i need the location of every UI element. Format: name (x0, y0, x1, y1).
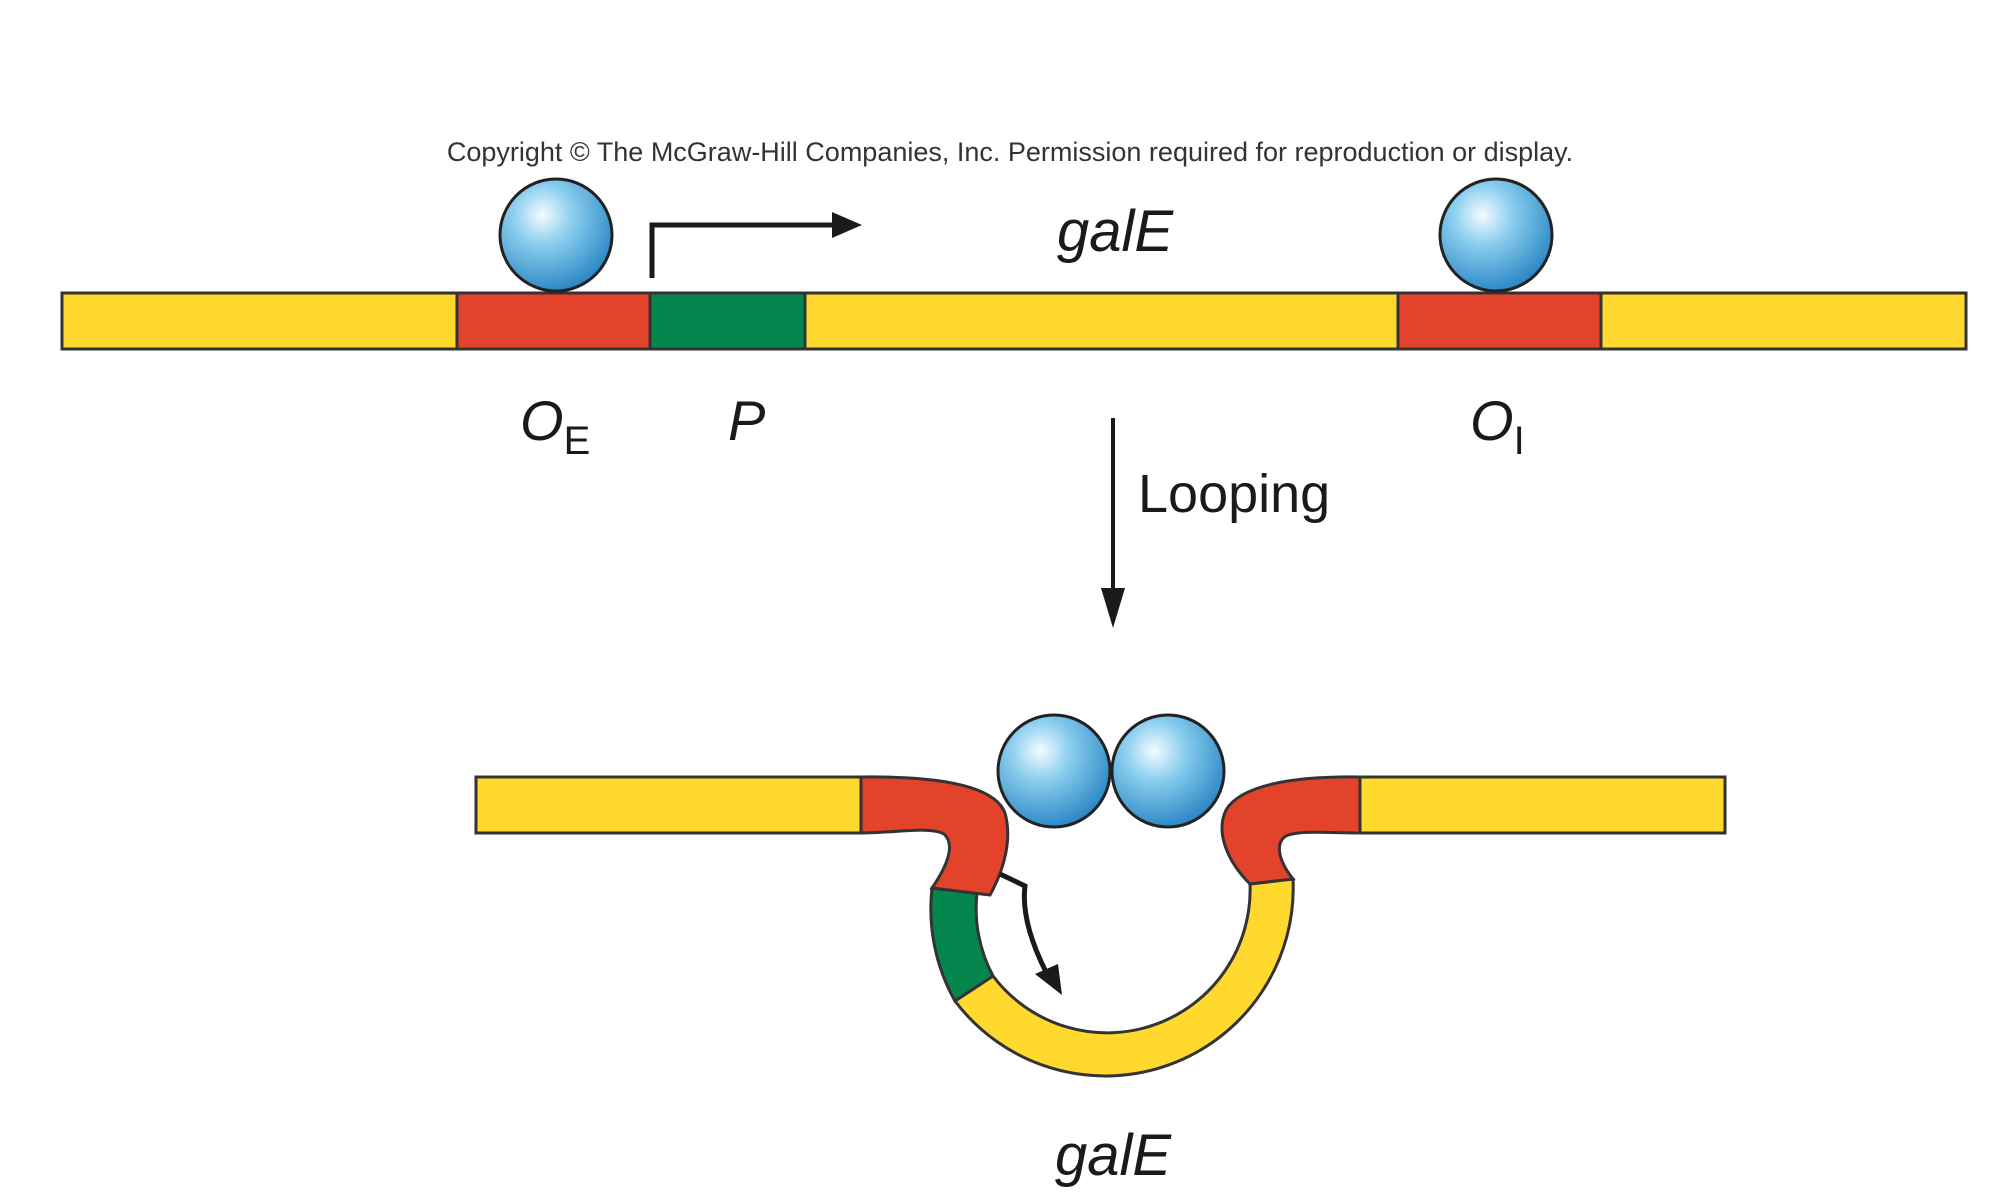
looped-transcription-arrow-head (1035, 964, 1062, 995)
operator-e-bend (859, 775, 1010, 897)
transcription-start-arrow (649, 222, 850, 278)
operator-e-segment (455, 291, 652, 351)
dna-segment-left (60, 291, 459, 351)
operator-e-label: OE (520, 389, 590, 463)
operator-i-segment (1396, 291, 1603, 351)
operator-e-letter: O (520, 389, 564, 452)
looped-dna-right (1358, 775, 1727, 835)
gal-e-label-bottom: galE (1055, 1123, 1172, 1188)
linear-dna (60, 291, 1968, 351)
copyright-notice: Copyright © The McGraw-Hill Companies, I… (447, 137, 1573, 167)
operator-i-letter: O (1470, 389, 1514, 452)
looped-dna-left (474, 775, 863, 835)
operator-i-bend (1220, 775, 1362, 886)
operator-i-subscript: I (1514, 419, 1525, 463)
repressor-sphere-oe (498, 177, 614, 293)
operator-i-label: OI (1470, 389, 1525, 463)
gal-e-gene-segment (803, 291, 1400, 351)
promoter-segment (648, 291, 807, 351)
dna-segment-right (1599, 291, 1968, 351)
repressor-sphere-right-bound (1110, 713, 1226, 829)
gal-e-loop-segment (952, 877, 1295, 1078)
operator-e-subscript: E (564, 419, 591, 463)
looping-label: Looping (1138, 464, 1330, 524)
promoter-label: P (728, 389, 765, 452)
looped-dna (474, 775, 1727, 1078)
gal-e-label-top: galE (1057, 199, 1174, 264)
repressor-sphere-oi (1438, 177, 1554, 293)
looping-arrow-head (1101, 588, 1125, 628)
looped-transcription-arrow (998, 871, 1049, 974)
transcription-arrow-head (832, 212, 862, 238)
repressor-sphere-left-bound (996, 713, 1112, 829)
